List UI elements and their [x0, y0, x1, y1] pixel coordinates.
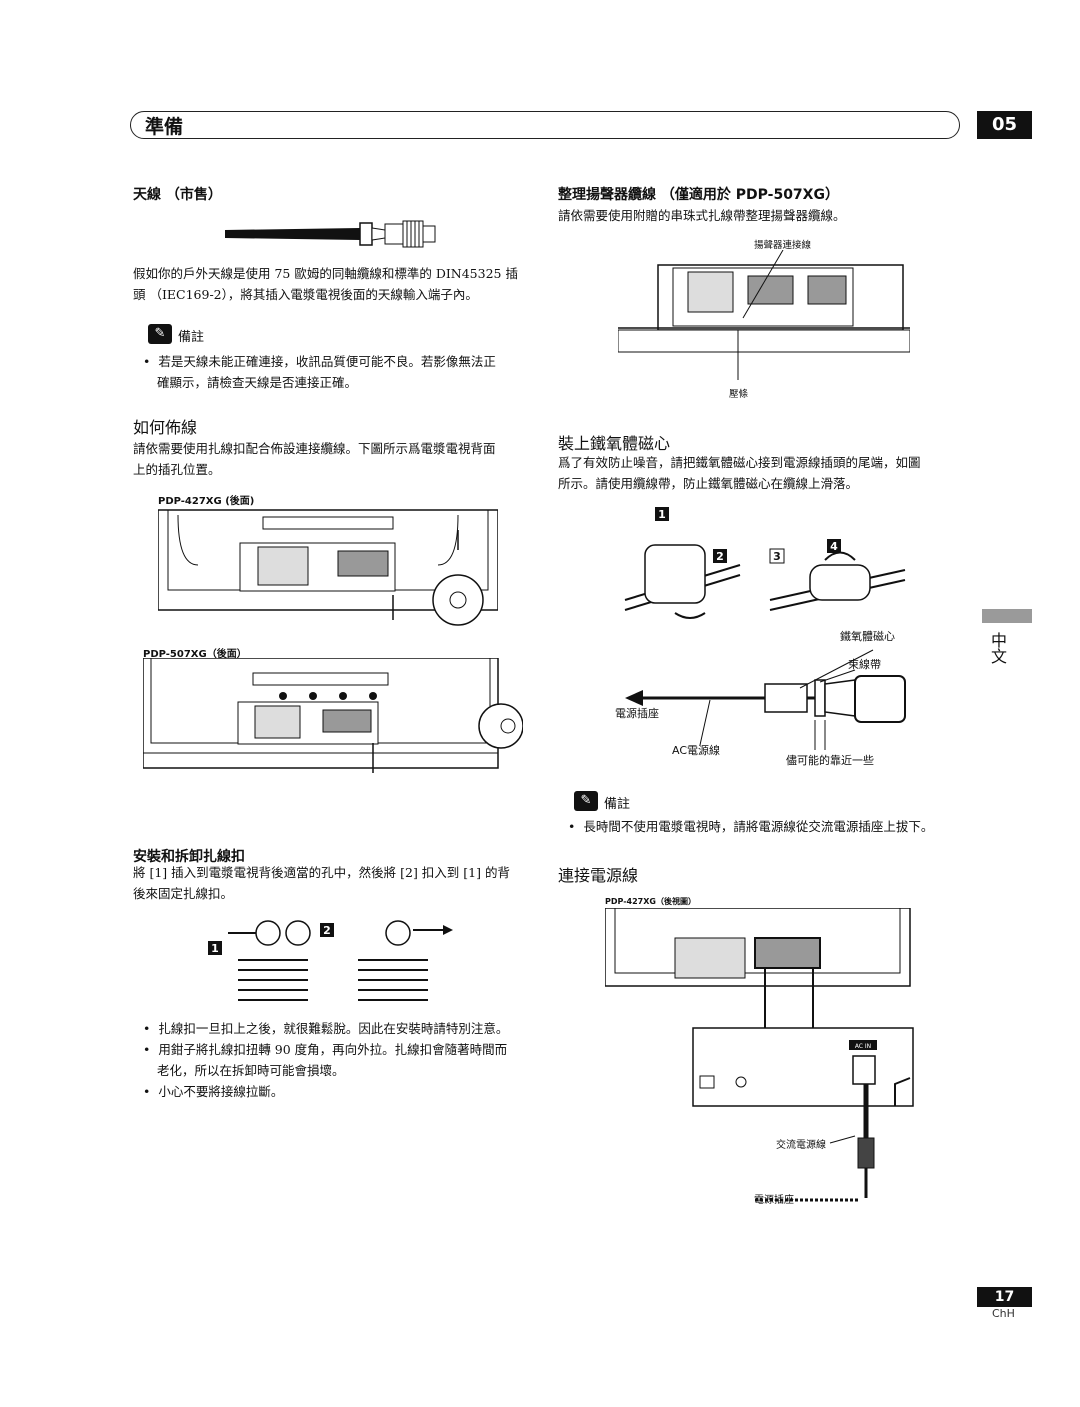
antenna-note: • 若是天線未能正確連接，收訊品質便可能不良。若影像無法正 確顯示，請檢查天線是…: [143, 354, 496, 390]
pdp427-rear-figure: [158, 509, 498, 626]
antenna-heading: 天線 （市售）: [133, 187, 222, 203]
clamp-label-1: 1: [211, 942, 219, 955]
language-code: ChH: [992, 1307, 1015, 1320]
section-title: 準備: [145, 116, 184, 138]
ferrite-step-3: 3: [773, 550, 781, 563]
clamp-label-2: 2: [323, 924, 331, 937]
ferrite-heading: 裝上鐵氧體磁心: [558, 434, 671, 453]
power-427-label: PDP-427XG（後視圖）: [605, 897, 696, 906]
clamp-figure: 1 2: [208, 920, 453, 1001]
wiring-paragraph: 請依需要使用扎線扣配合佈設連接纜線。下圖所示爲電漿電視背面上的插孔位置。: [133, 441, 496, 477]
speaker-paragraph: 請依需要使用附贈的串珠式扎線帶整理揚聲器纜線。: [558, 208, 846, 223]
language-tab: [982, 609, 1032, 623]
speaker-cable-label: 揚聲器連接線: [754, 240, 812, 251]
pdp427-label: PDP-427XG (後面): [158, 496, 255, 507]
outlet-label: 電源插座: [615, 707, 659, 720]
antenna-cable-figure: [225, 220, 436, 248]
note-title: 備註: [604, 797, 631, 812]
antenna-paragraph: 假如你的戶外天線是使用 75 歐姆的同軸纜線和標準的 DIN45325 插頭 （…: [133, 266, 518, 302]
wiring-heading: 如何佈線: [133, 418, 198, 437]
ferrite-note: • 長時間不使用電漿電視時，請將電源線從交流電源插座上拔下。: [568, 819, 934, 834]
power-ac-cord-label: 交流電源線: [776, 1140, 826, 1151]
close-as-possible-label: 儘可能的靠近一些: [786, 754, 874, 767]
language-tab-label: 中文: [988, 632, 1007, 664]
ferrite-step-1: 1: [658, 508, 666, 521]
speaker-figure: [618, 250, 910, 380]
note-icon: ✎: [148, 324, 172, 344]
pdp507-rear-figure: [143, 658, 523, 773]
ac-in-label: AC IN: [855, 1043, 871, 1050]
power-figure: AC IN: [605, 908, 914, 1202]
note-title: 備註: [178, 330, 205, 345]
power-outlet-label: 電源插座: [754, 1195, 794, 1206]
cable-tie-label: 束線帶: [848, 658, 881, 671]
clamp-heading: 安裝和拆卸扎線扣: [133, 849, 245, 865]
page-number: 17: [977, 1287, 1032, 1307]
ac-cord-label: AC電源線: [672, 744, 721, 757]
ferrite-steps-figure: 1 2 3 4: [624, 507, 906, 619]
chapter-number: 05: [977, 111, 1032, 139]
header-bar: [130, 111, 960, 139]
speaker-heading: 整理揚聲器纜線 （僅適用於 PDP-507XG）: [558, 187, 839, 203]
ferrite-paragraph: 爲了有效防止噪音，請把鐵氧體磁心接到電源線插頭的尾端，如圖所示。請使用纜線帶，防…: [558, 455, 921, 491]
speaker-strip-label: 壓條: [729, 389, 749, 400]
ferrite-core-label: 鐵氧體磁心: [840, 630, 895, 643]
note-icon: ✎: [574, 791, 598, 811]
clamp-paragraph: 將 [1] 插入到電漿電視背後適當的孔中，然後將 [2] 扣入到 [1] 的背後…: [133, 865, 510, 901]
ferrite-step-4: 4: [830, 540, 838, 553]
power-heading: 連接電源線: [558, 866, 639, 885]
clamp-bullets: • 扎線扣一旦扣上之後，就很難鬆脫。因此在安裝時請特別注意。 • 用鉗子將扎線扣…: [143, 1021, 509, 1099]
ferrite-cord-figure: [625, 649, 906, 750]
pdp507-label: PDP-507XG（後面）: [143, 649, 247, 660]
ferrite-step-2: 2: [716, 550, 724, 563]
